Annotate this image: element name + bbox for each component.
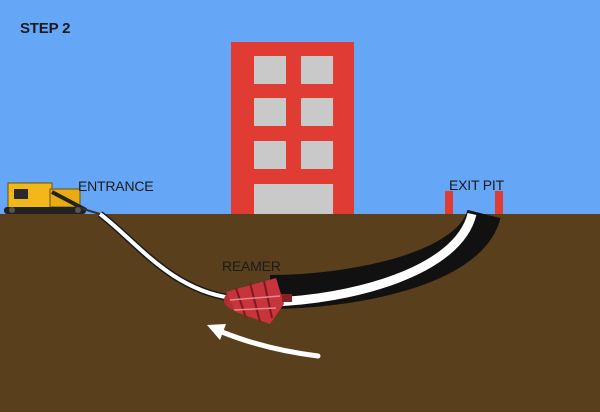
building-window <box>301 56 333 84</box>
exit-pit-label: EXIT PIT <box>449 177 504 193</box>
building-window <box>301 141 333 169</box>
pilot-bore-inner <box>98 212 233 300</box>
building-window <box>254 98 286 126</box>
reamer-icon <box>224 278 292 324</box>
pulled-pipe <box>269 212 477 307</box>
exit-pit-stake-right <box>495 191 503 214</box>
entrance-label: ENTRANCE <box>78 178 154 194</box>
building-door <box>254 184 333 214</box>
drill-rig-icon <box>4 182 101 215</box>
direction-arrow-icon <box>207 324 321 359</box>
exit-pit-stake-left <box>445 191 453 214</box>
building-icon <box>231 42 354 214</box>
step-label: STEP 2 <box>20 20 71 37</box>
ground <box>0 214 600 412</box>
building-window <box>254 141 286 169</box>
building-window <box>254 56 286 84</box>
building-window <box>301 98 333 126</box>
reamer-label: REAMER <box>222 258 281 274</box>
